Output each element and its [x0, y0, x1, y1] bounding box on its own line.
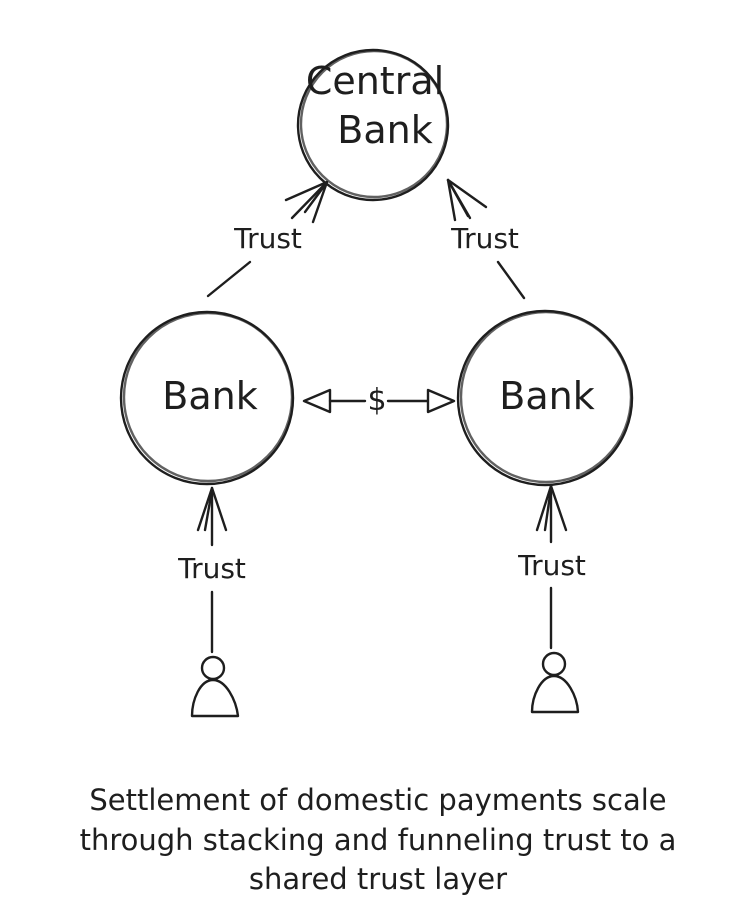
caption-line-3: shared trust layer: [249, 862, 507, 896]
caption-line-1: Settlement of domestic payments scale: [89, 783, 666, 817]
edge-user-left-label: Trust: [177, 552, 246, 585]
edge-right-to-central: Trust: [446, 178, 526, 300]
user-icon: [530, 651, 580, 714]
caption-line-2: through stacking and funneling trust to …: [80, 823, 677, 857]
edge-user-right-to-bank: Trust: [517, 484, 586, 650]
edge-user-right-label: Trust: [517, 549, 586, 582]
central-bank-label-line1: Central: [306, 59, 444, 103]
bank-right-label: Bank: [499, 374, 594, 418]
user-icon: [190, 655, 240, 718]
edge-interbank-label: $: [367, 383, 386, 418]
edge-interbank: $: [302, 383, 456, 418]
central-bank-node: Central Bank: [296, 48, 450, 202]
edge-left-to-central-label: Trust: [233, 222, 302, 255]
bank-right-node: Bank: [456, 309, 634, 487]
bank-left-node: Bank: [119, 310, 295, 486]
edge-left-to-central: Trust: [206, 180, 329, 298]
caption: Settlement of domestic payments scale th…: [80, 783, 677, 896]
edge-user-left-to-bank: Trust: [177, 486, 246, 654]
bank-left-label: Bank: [162, 374, 257, 418]
arrowhead-right-icon: [426, 388, 456, 414]
central-bank-label-line2: Bank: [337, 108, 432, 152]
edge-right-to-central-label: Trust: [450, 222, 519, 255]
arrowhead-left-icon: [302, 388, 332, 414]
